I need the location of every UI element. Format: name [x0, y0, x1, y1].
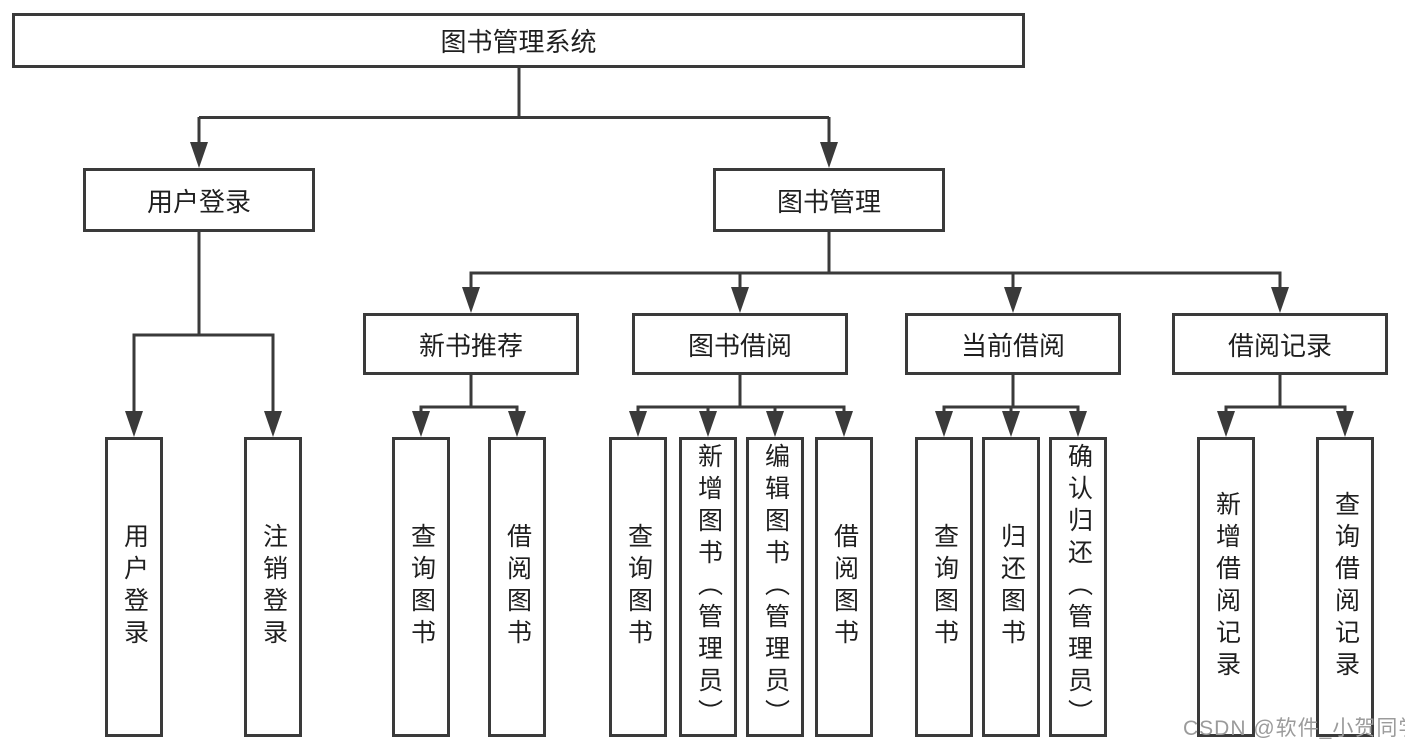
leaf-label: 借阅图书	[830, 523, 859, 651]
leaf-query-books-current: 查询图书	[915, 437, 973, 737]
leaf-return-books: 归还图书	[982, 437, 1040, 737]
leaf-add-borrow-record: 新增借阅记录	[1197, 437, 1255, 737]
node-label: 新书推荐	[418, 330, 523, 361]
node-label: 借阅记录	[1227, 330, 1332, 361]
leaf-label: 确认归还（管理员）	[1064, 443, 1093, 731]
node-borrow-records: 借阅记录	[1172, 313, 1388, 375]
leaf-label: 查询图书	[930, 523, 959, 651]
leaf-label: 编辑图书（管理员）	[761, 443, 790, 731]
leaf-label: 查询图书	[624, 523, 653, 651]
node-current-borrowing: 当前借阅	[905, 313, 1121, 375]
leaf-label: 归还图书	[997, 523, 1026, 651]
node-book-management: 图书管理	[713, 168, 945, 232]
leaf-borrow-books-recommend: 借阅图书	[488, 437, 546, 737]
leaf-query-books-recommend: 查询图书	[392, 437, 450, 737]
node-label: 图书管理系统	[440, 27, 597, 57]
node-label: 图书管理	[776, 186, 881, 217]
leaf-label: 新增图书（管理员）	[694, 443, 723, 731]
node-book-borrowing: 图书借阅	[632, 313, 848, 375]
leaf-logout: 注销登录	[244, 437, 302, 737]
leaf-user-login: 用户登录	[105, 437, 163, 737]
leaf-label: 借阅图书	[503, 523, 532, 651]
leaf-label: 查询借阅记录	[1331, 491, 1360, 683]
node-label: 用户登录	[146, 186, 251, 217]
leaf-label: 注销登录	[259, 523, 288, 651]
leaf-label: 新增借阅记录	[1212, 491, 1241, 683]
leaf-edit-books-admin: 编辑图书（管理员）	[746, 437, 804, 737]
leaf-query-borrow-record: 查询借阅记录	[1316, 437, 1374, 737]
leaf-label: 查询图书	[407, 523, 436, 651]
node-user-login: 用户登录	[83, 168, 315, 232]
node-label: 图书借阅	[687, 330, 792, 361]
leaf-confirm-return-admin: 确认归还（管理员）	[1049, 437, 1107, 737]
watermark: CSDN @软件_小贺同学	[1183, 717, 1405, 740]
node-label: 当前借阅	[960, 330, 1065, 361]
leaf-query-books-borrowing: 查询图书	[609, 437, 667, 737]
leaf-borrow-books-borrowing: 借阅图书	[815, 437, 873, 737]
leaf-label: 用户登录	[120, 523, 149, 651]
leaf-add-books-admin: 新增图书（管理员）	[679, 437, 737, 737]
node-library-management-system: 图书管理系统	[12, 13, 1025, 68]
node-new-book-recommendation: 新书推荐	[363, 313, 579, 375]
